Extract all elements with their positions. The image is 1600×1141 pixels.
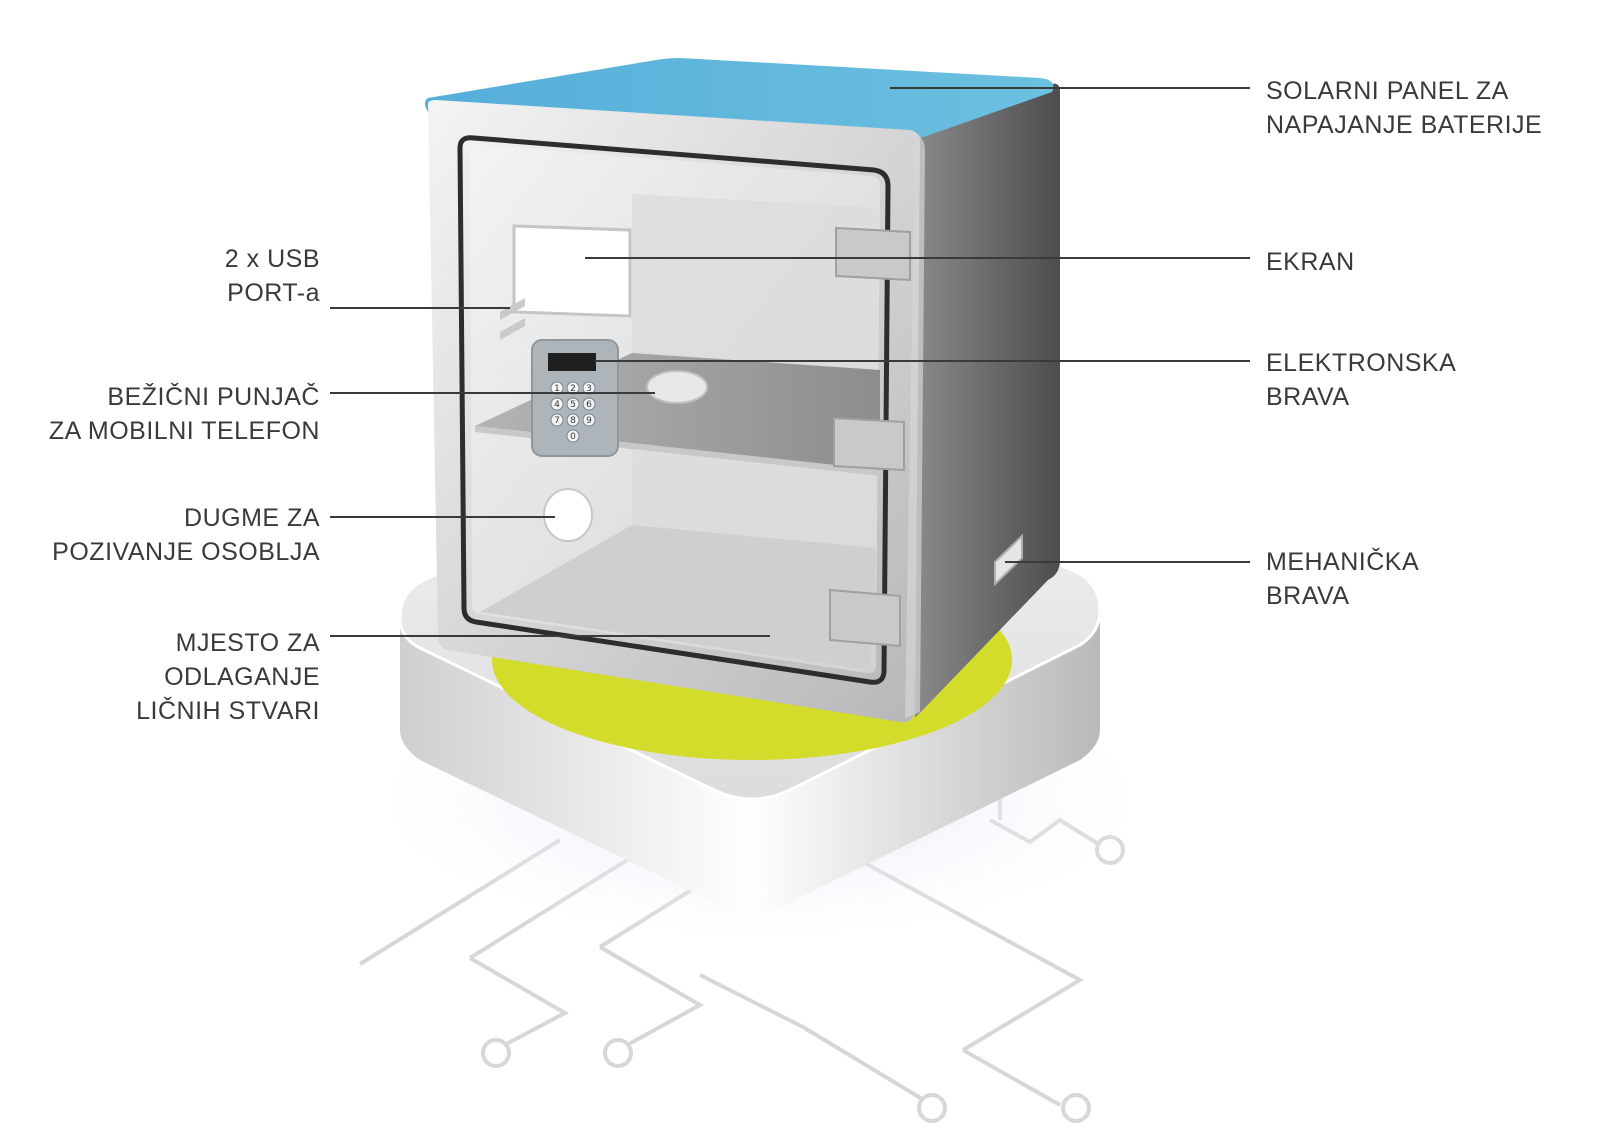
label-line: 2 x USB: [224, 245, 320, 273]
label-usb-ports: 2 x USB PORT-a: [225, 242, 320, 310]
label-line: MEHANIČKA: [1266, 548, 1420, 576]
staff-call-button: [543, 488, 593, 542]
usb-port-2: [500, 318, 525, 340]
keypad-key-label: 7: [554, 416, 560, 426]
keypad-key-label: 1: [554, 384, 560, 394]
label-storage: MJESTO ZA ODLAGANJE LIČNIH STVARI: [136, 626, 320, 728]
keypad-key-label: 4: [554, 400, 560, 410]
label-solar-panel: SOLARNI PANEL ZA NAPAJANJE BATERIJE: [1266, 74, 1542, 142]
label-line: PORT-a: [227, 279, 320, 307]
keypad-key: [566, 397, 580, 411]
keypad-key-label: 3: [586, 384, 592, 394]
keypad-key: [582, 413, 596, 427]
label-screen: EKRAN: [1266, 245, 1355, 279]
label-line: POZIVANJE OSOBLJA: [52, 538, 320, 566]
label-mechanical-lock: MEHANIČKA BRAVA: [1266, 545, 1419, 613]
label-line: ODLAGANJE: [164, 663, 320, 691]
label-wireless-charger: BEŽIČNI PUNJAČ ZA MOBILNI TELEFON: [49, 380, 320, 448]
keypad-key: [550, 397, 564, 411]
label-electronic-lock: ELEKTRONSKA BRAVA: [1266, 346, 1456, 414]
keypad-key-label: 2: [570, 384, 576, 394]
label-line: MJESTO ZA: [175, 629, 320, 657]
label-line: SOLARNI PANEL ZA: [1266, 77, 1509, 105]
keypad-key-label: 8: [570, 416, 576, 426]
keypad-key-label: 5: [570, 400, 576, 410]
hinge-top: [835, 226, 911, 282]
keypad-key-label: 9: [586, 416, 592, 426]
usb-port-1: [500, 298, 525, 320]
label-staff-button: DUGME ZA POZIVANJE OSOBLJA: [52, 501, 320, 569]
keypad-key: [550, 413, 564, 427]
label-line: ELEKTRONSKA: [1266, 349, 1457, 377]
keypad-key: [566, 429, 580, 443]
label-line: BEŽIČNI PUNJAČ: [107, 383, 320, 411]
keypad-key-label: 6: [586, 400, 592, 410]
mechanical-lock: [994, 533, 1023, 587]
hinge-bottom: [829, 588, 901, 648]
keypad-key: [566, 413, 580, 427]
leader-lines: [330, 87, 1250, 637]
keypad-key: [582, 397, 596, 411]
screen: [512, 224, 632, 318]
hinge-middle: [833, 416, 905, 472]
label-line: BRAVA: [1266, 383, 1350, 411]
keypad-key-label: 0: [570, 432, 576, 442]
label-line: DUGME ZA: [184, 504, 320, 532]
label-line: EKRAN: [1266, 248, 1355, 276]
label-line: BRAVA: [1266, 582, 1350, 610]
label-line: NAPAJANJE BATERIJE: [1266, 111, 1543, 139]
label-line: ZA MOBILNI TELEFON: [48, 417, 320, 445]
wireless-charger: [646, 370, 708, 404]
label-line: LIČNIH STVARI: [136, 697, 320, 725]
